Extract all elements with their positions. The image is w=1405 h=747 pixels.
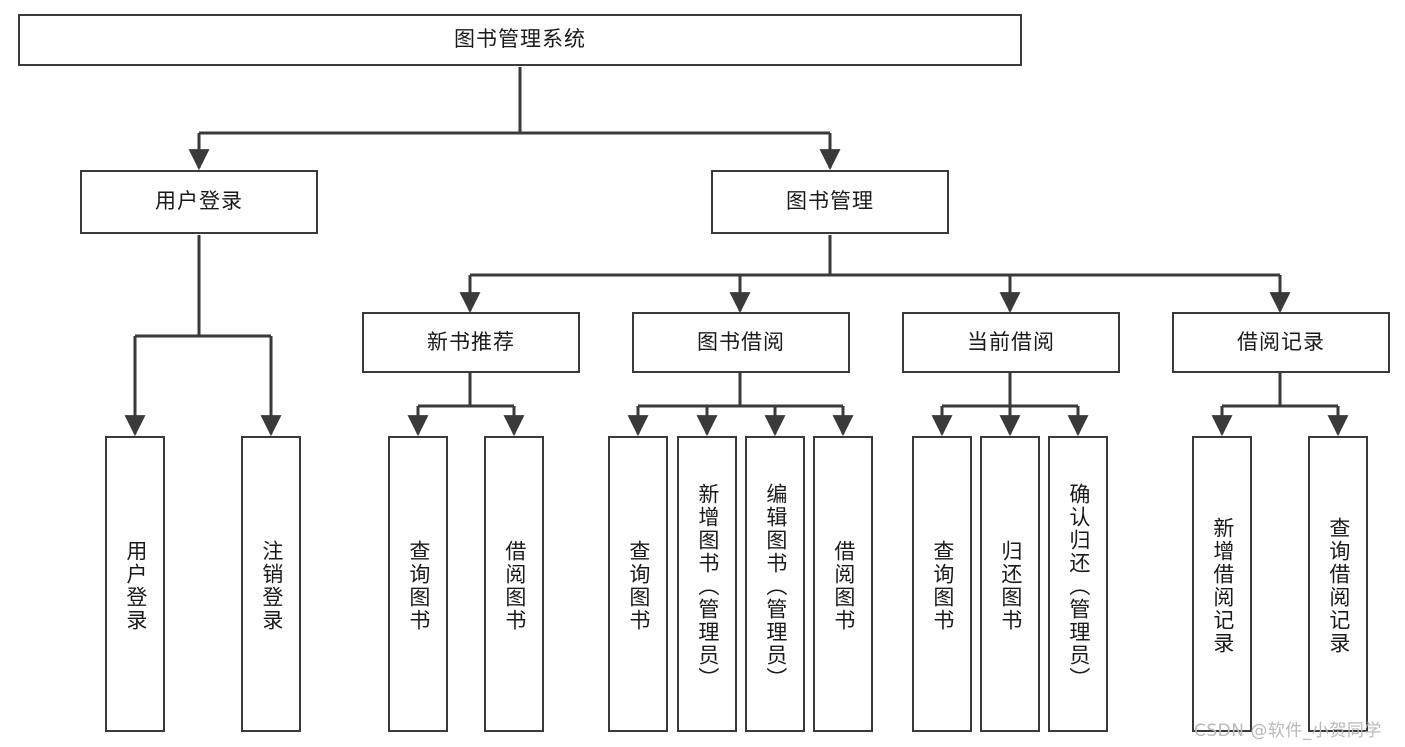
leaf-current-borrow-confirm-return[interactable]: 确认归还（管理员） xyxy=(1048,436,1108,732)
node-label: 归还图书 xyxy=(998,540,1023,632)
leaf-new-book-borrow[interactable]: 借阅图书 xyxy=(484,436,544,732)
node-label: 图书管理系统 xyxy=(454,27,586,52)
node-label: 查询借阅记录 xyxy=(1326,517,1351,655)
node-label: 借阅图书 xyxy=(502,540,527,632)
node-book-borrow[interactable]: 图书借阅 xyxy=(632,312,850,373)
node-label: 用户登录 xyxy=(123,540,148,632)
leaf-borrow-record-add[interactable]: 新增借阅记录 xyxy=(1192,436,1252,732)
leaf-book-borrow-borrow[interactable]: 借阅图书 xyxy=(813,436,873,732)
node-label: 确认归还（管理员） xyxy=(1066,482,1091,690)
leaf-book-borrow-add[interactable]: 新增图书（管理员） xyxy=(677,436,737,732)
leaf-book-borrow-query[interactable]: 查询图书 xyxy=(608,436,668,732)
leaf-new-book-query[interactable]: 查询图书 xyxy=(388,436,448,732)
node-label: 新书推荐 xyxy=(427,329,515,354)
node-book-management[interactable]: 图书管理 xyxy=(711,170,949,234)
node-current-borrow[interactable]: 当前借阅 xyxy=(902,312,1120,373)
leaf-borrow-record-query[interactable]: 查询借阅记录 xyxy=(1308,436,1368,732)
node-label: 用户登录 xyxy=(155,189,243,214)
leaf-book-borrow-edit[interactable]: 编辑图书（管理员） xyxy=(745,436,805,732)
node-label: 查询图书 xyxy=(406,540,431,632)
node-new-book-recommend[interactable]: 新书推荐 xyxy=(362,312,580,373)
node-label: 查询图书 xyxy=(930,540,955,632)
leaf-current-borrow-return[interactable]: 归还图书 xyxy=(980,436,1040,732)
leaf-current-borrow-query[interactable]: 查询图书 xyxy=(912,436,972,732)
node-root-system[interactable]: 图书管理系统 xyxy=(18,14,1022,66)
node-label: 借阅图书 xyxy=(831,540,856,632)
node-label: 查询图书 xyxy=(626,540,651,632)
node-label: 图书管理 xyxy=(786,189,874,214)
node-label: 借阅记录 xyxy=(1237,329,1325,354)
node-label: 图书借阅 xyxy=(697,329,785,354)
csdn-watermark: CSDN @软件_小贺同学 xyxy=(1194,721,1382,741)
node-user-login[interactable]: 用户登录 xyxy=(80,170,318,234)
node-borrow-record[interactable]: 借阅记录 xyxy=(1172,312,1390,373)
leaf-user-login-logout[interactable]: 注销登录 xyxy=(241,436,301,732)
node-label: 编辑图书（管理员） xyxy=(763,482,788,690)
node-label: 新增借阅记录 xyxy=(1210,517,1235,655)
node-label: 新增图书（管理员） xyxy=(695,482,720,690)
node-label: 注销登录 xyxy=(259,540,284,632)
leaf-user-login-login[interactable]: 用户登录 xyxy=(105,436,165,732)
node-label: 当前借阅 xyxy=(967,329,1055,354)
